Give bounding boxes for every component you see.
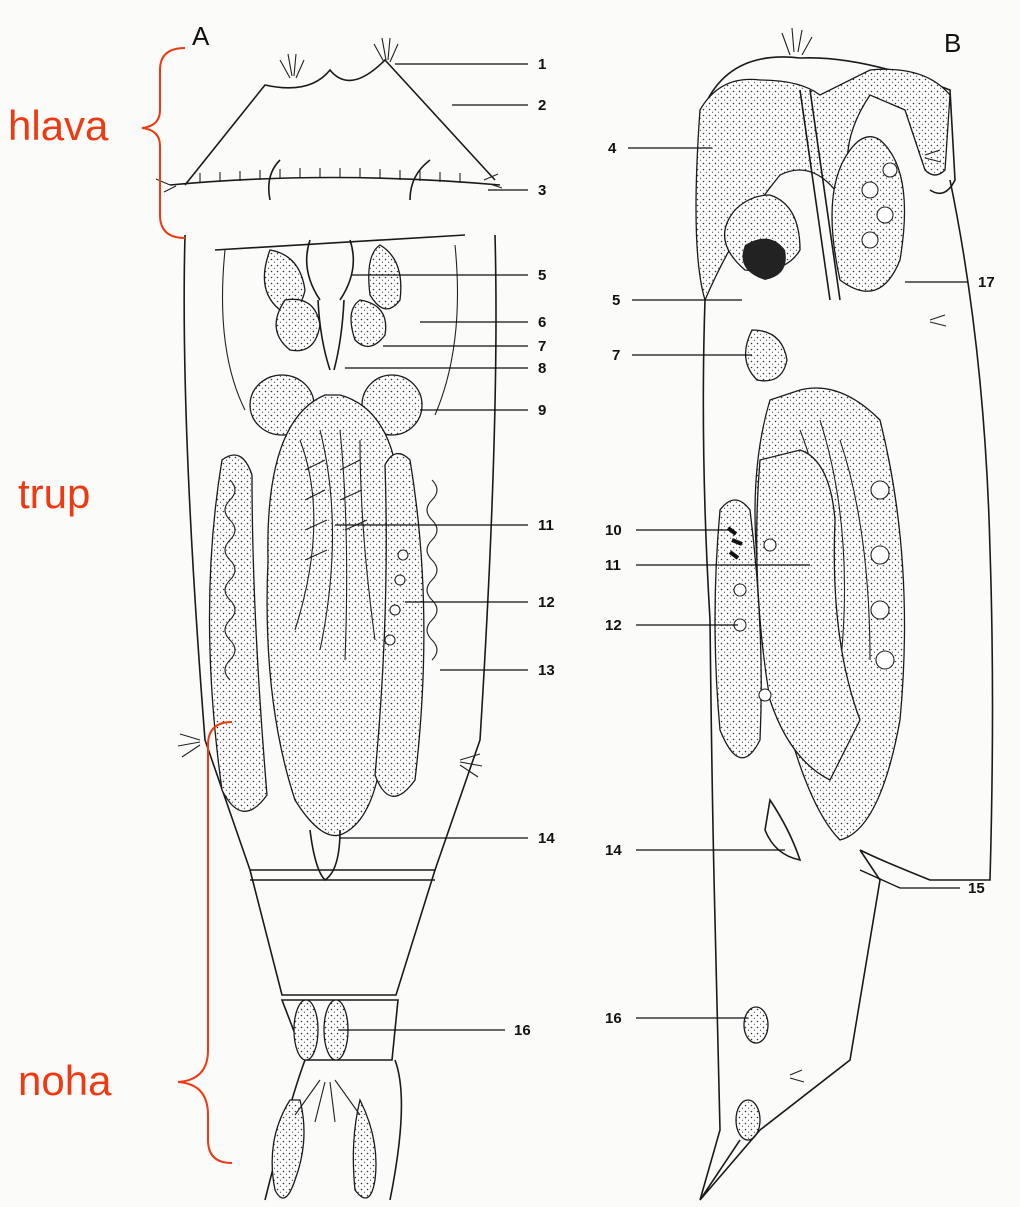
foot-outline-b bbox=[700, 850, 880, 1200]
intestine-cell-b2 bbox=[871, 481, 889, 499]
gland-cell-b3 bbox=[862, 232, 878, 248]
panel-labels: A B bbox=[192, 21, 961, 58]
label-a-7: 7 bbox=[538, 338, 546, 355]
egg-a3 bbox=[390, 605, 400, 615]
gland-cell-b4 bbox=[883, 163, 897, 177]
label-a-9: 9 bbox=[538, 402, 546, 419]
corona-outline-a bbox=[185, 60, 495, 185]
head-spines-a bbox=[269, 160, 430, 200]
label-a-14: 14 bbox=[538, 830, 555, 847]
panel-label-b: B bbox=[944, 28, 961, 58]
oviduct-right-a bbox=[427, 480, 437, 660]
mastax-dark-b bbox=[743, 239, 786, 280]
head-tuft-b bbox=[782, 28, 812, 55]
label-b-7: 7 bbox=[612, 347, 620, 364]
brace-head bbox=[142, 48, 185, 238]
pharynx-a bbox=[318, 300, 344, 370]
label-b-14: 14 bbox=[605, 842, 622, 859]
label-b-4: 4 bbox=[608, 140, 617, 157]
intestine-cell-b4 bbox=[871, 601, 889, 619]
pedal-gland-left-a bbox=[294, 1000, 318, 1060]
brain-lobe-right-a bbox=[369, 245, 401, 309]
trunk-band-a bbox=[215, 235, 465, 250]
label-a-5: 5 bbox=[538, 267, 546, 284]
label-a-3: 3 bbox=[538, 182, 546, 199]
label-b-5: 5 bbox=[612, 292, 620, 309]
label-b-12: 12 bbox=[605, 617, 622, 634]
label-b-10: 10 bbox=[605, 522, 622, 539]
label-b-11: 11 bbox=[605, 557, 621, 574]
egg-a4 bbox=[385, 635, 395, 645]
mastax-a bbox=[307, 240, 354, 300]
labels-a: 1 2 3 5 6 7 8 9 11 12 13 14 16 bbox=[514, 56, 555, 1039]
intestine-cell-b3 bbox=[871, 546, 889, 564]
label-a-6: 6 bbox=[538, 314, 546, 331]
label-b-17: 17 bbox=[978, 274, 995, 291]
cilia-fringe-a bbox=[156, 168, 502, 192]
label-b-15: 15 bbox=[968, 880, 985, 897]
toe-muscles-a bbox=[295, 1080, 360, 1122]
figure-b-rotifer bbox=[696, 28, 993, 1200]
cloaca-14-a bbox=[310, 830, 340, 880]
foot-segment-1-a bbox=[250, 870, 435, 995]
label-a-2: 2 bbox=[538, 97, 546, 114]
region-label-trunk: trup bbox=[18, 470, 90, 517]
pedal-gland-b bbox=[744, 1007, 768, 1043]
cloaca-14-b bbox=[765, 800, 800, 860]
intestine-cell-b5 bbox=[876, 651, 894, 669]
label-a-1: 1 bbox=[538, 56, 546, 73]
egg-a1 bbox=[398, 550, 408, 560]
label-a-11: 11 bbox=[538, 517, 554, 534]
gland-cell-b2 bbox=[877, 207, 893, 223]
gastric-gland-left-a bbox=[276, 299, 320, 350]
label-a-12: 12 bbox=[538, 594, 555, 611]
region-annotations: hlava trup noha bbox=[8, 48, 232, 1163]
gland-cell-b1 bbox=[862, 182, 878, 198]
side-tuft-left-a bbox=[178, 734, 200, 757]
egg-b3 bbox=[759, 689, 771, 701]
region-label-foot: noha bbox=[18, 1057, 112, 1104]
toe-left-a bbox=[272, 1100, 304, 1198]
ovary-left-a bbox=[210, 455, 268, 811]
label-a-13: 13 bbox=[538, 662, 555, 679]
toe-b bbox=[700, 1130, 760, 1200]
egg-a2 bbox=[395, 575, 405, 585]
label-a-8: 8 bbox=[538, 360, 546, 377]
toe-right-a bbox=[353, 1100, 376, 1198]
panel-label-a: A bbox=[192, 21, 210, 51]
region-label-head: hlava bbox=[8, 102, 109, 149]
head-tuft-a bbox=[280, 38, 398, 78]
intestine-cell-b1 bbox=[764, 539, 776, 551]
egg-b1 bbox=[734, 584, 746, 596]
label-a-16: 16 bbox=[514, 1022, 531, 1039]
label-b-16: 16 bbox=[605, 1010, 622, 1027]
